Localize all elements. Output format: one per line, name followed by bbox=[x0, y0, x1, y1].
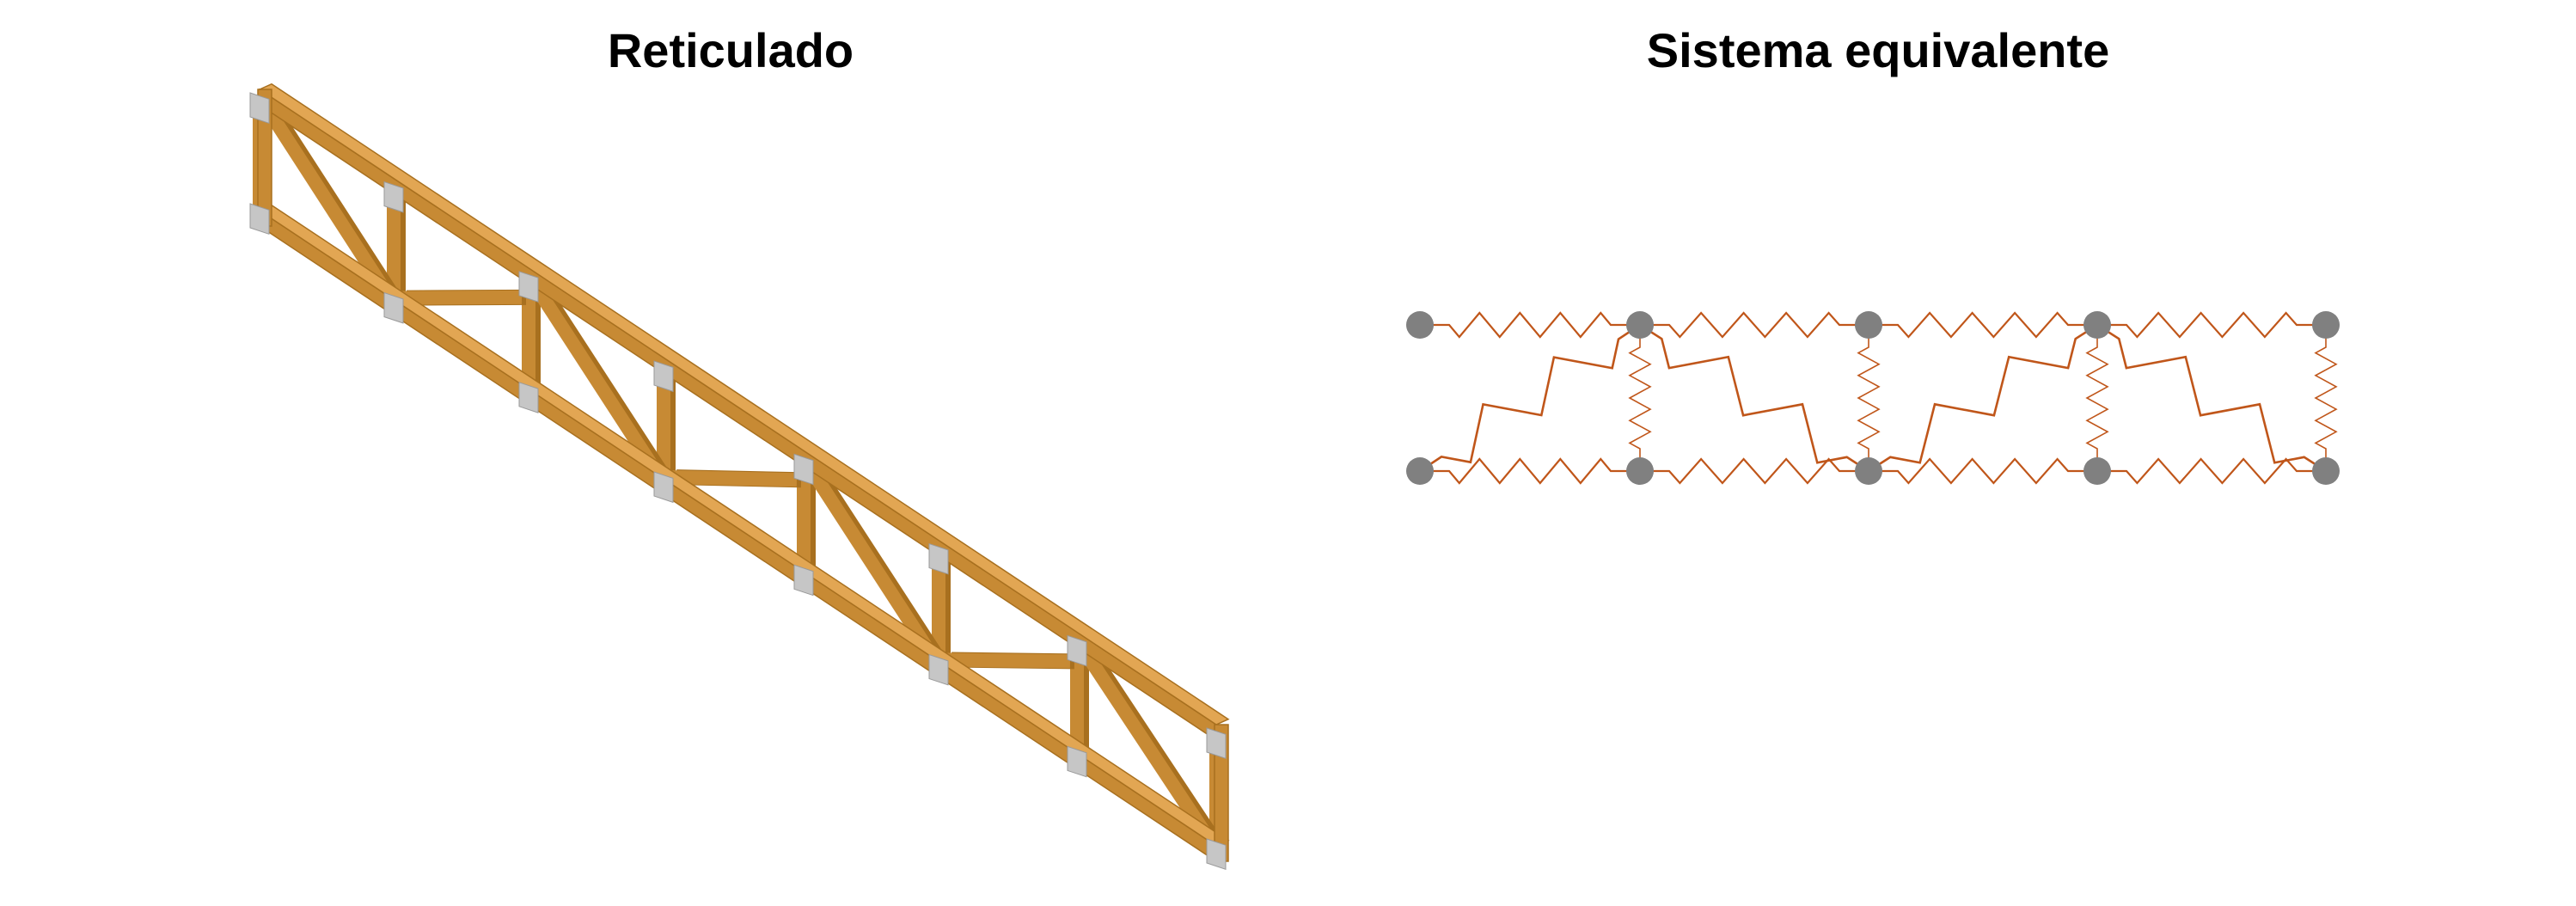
gusset-plate bbox=[793, 564, 814, 597]
spring-element bbox=[2085, 337, 2109, 459]
gusset-plate bbox=[249, 203, 270, 235]
gusset-plate bbox=[928, 542, 949, 575]
gusset-plate bbox=[383, 291, 404, 324]
truss-group bbox=[249, 83, 1230, 870]
gusset-plate bbox=[249, 92, 270, 124]
spring-element bbox=[1868, 323, 2098, 473]
node-bottom bbox=[2312, 457, 2340, 485]
spring-element bbox=[2097, 311, 2326, 339]
top-chord-top bbox=[258, 83, 1230, 725]
truss-diagonal bbox=[531, 285, 664, 480]
gusset-plate bbox=[653, 471, 674, 504]
spring-element bbox=[2096, 323, 2327, 473]
spring-element bbox=[1857, 337, 1881, 459]
spring-element bbox=[1420, 311, 1640, 339]
spring-element bbox=[1628, 337, 1652, 459]
gusset-plate bbox=[1206, 727, 1227, 759]
spring-element bbox=[2314, 337, 2338, 459]
spring-network bbox=[1406, 311, 2340, 485]
truss-diagonal bbox=[806, 467, 939, 662]
spring-element bbox=[1869, 311, 2097, 339]
truss-diagonal bbox=[401, 290, 523, 305]
spring-element bbox=[1639, 323, 1869, 473]
gusset-plate bbox=[1206, 838, 1227, 870]
gusset-plate bbox=[518, 271, 539, 303]
node-bottom bbox=[1406, 457, 1434, 485]
gusset-plate bbox=[1067, 634, 1087, 667]
truss-diagonal bbox=[1080, 649, 1217, 847]
spring-element bbox=[1420, 457, 1640, 485]
gusset-plate bbox=[928, 653, 949, 686]
node-top bbox=[2312, 311, 2340, 339]
node-top bbox=[1626, 311, 1654, 339]
node-bottom bbox=[1855, 457, 1882, 485]
spring-element bbox=[1640, 311, 1869, 339]
spring-element bbox=[2097, 457, 2326, 485]
gusset-plate bbox=[1067, 745, 1087, 778]
equivalent-system-title: Sistema equivalente bbox=[1646, 23, 2110, 77]
gusset-plate bbox=[793, 453, 814, 486]
truss-diagonal bbox=[262, 106, 395, 300]
spring-element bbox=[1419, 323, 1641, 473]
truss-diagonal bbox=[946, 652, 1071, 669]
node-top bbox=[2083, 311, 2111, 339]
gusset-plate bbox=[383, 181, 404, 213]
spring-element bbox=[1869, 457, 2097, 485]
node-top bbox=[1855, 311, 1882, 339]
node-bottom bbox=[1626, 457, 1654, 485]
node-top bbox=[1406, 311, 1434, 339]
node-bottom bbox=[2083, 457, 2111, 485]
truss-diagonal bbox=[671, 470, 798, 487]
gusset-plate bbox=[518, 382, 539, 413]
gusset-plate bbox=[653, 360, 674, 393]
spring-element bbox=[1640, 457, 1869, 485]
truss-title: Reticulado bbox=[607, 23, 854, 77]
